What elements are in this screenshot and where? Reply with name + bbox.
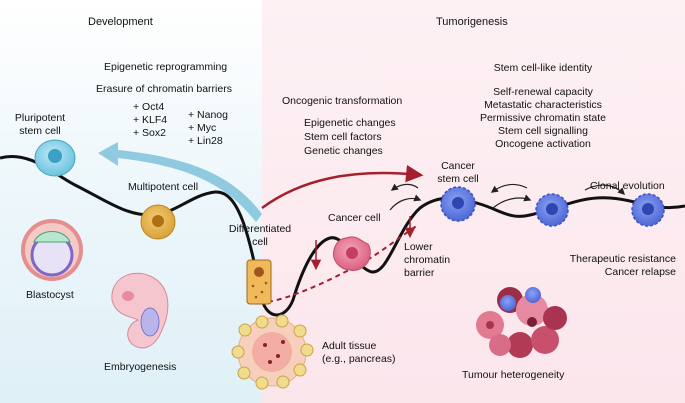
- label-differentiated-cell: Differentiated cell: [222, 223, 298, 249]
- cancer-cell: [333, 236, 371, 271]
- cancer-stem-cell-3: [631, 193, 665, 227]
- label-adult-line2: (e.g., pancreas): [322, 353, 396, 365]
- multipotent-cell: [140, 204, 176, 240]
- interconvert-arrow-4: [490, 183, 528, 193]
- label-adult-line1: Adult tissue: [322, 340, 377, 352]
- label-adult-tissue: Adult tissue (e.g., pancreas): [322, 340, 396, 366]
- label-lower-line1: Lower: [404, 241, 433, 253]
- oncogenic-title: Oncogenic transformation: [282, 95, 403, 107]
- label-lower-line3: barrier: [404, 267, 435, 279]
- label-differentiated-line1: Differentiated: [228, 223, 292, 235]
- feature-metastatic: Metastatic characteristics: [484, 99, 602, 111]
- feature-stem-signalling: Stem cell signalling: [498, 125, 588, 137]
- label-differentiated-line2: cell: [252, 236, 268, 248]
- clonal-arrow: [584, 184, 626, 196]
- feature-self-renewal: Self-renewal capacity: [493, 86, 593, 98]
- label-tumour-heterogeneity: Tumour heterogeneity: [462, 369, 565, 381]
- factor-nanog: + Nanog: [188, 109, 228, 121]
- reprogramming-title: Epigenetic reprogramming: [104, 61, 228, 73]
- lower-barrier-dashed: [267, 224, 419, 303]
- label-clonal-evolution: Clonal evolution: [590, 180, 665, 192]
- label-cancer-stem-line2: stem cell: [437, 173, 479, 185]
- blastocyst-illustration: [21, 219, 83, 281]
- label-multipotent-cell: Multipotent cell: [128, 181, 199, 193]
- cancer-stem-cell-2: [535, 193, 569, 227]
- label-cancer-stem-cell: Cancer stem cell: [428, 160, 488, 186]
- factor-klf4: + KLF4: [133, 114, 168, 126]
- reprogramming-subtitle: Erasure of chromatin barriers: [96, 83, 232, 95]
- interconvert-arrow-3: [492, 194, 532, 209]
- label-lower-chromatin-barrier: Lower chromatin barrier: [404, 241, 450, 280]
- feature-oncogene-activation: Oncogene activation: [495, 138, 591, 150]
- oncogenic-change-epigenetic: Epigenetic changes: [304, 117, 396, 129]
- factor-oct4: + Oct4: [133, 101, 165, 113]
- embryo-illustration: [111, 272, 169, 349]
- cancer-stem-cell-1: [440, 186, 476, 222]
- stem-like-title: Stem cell-like identity: [493, 62, 593, 74]
- factor-lin28: + Lin28: [188, 135, 223, 147]
- interconvert-arrow-2: [390, 183, 419, 191]
- label-lower-line2: chromatin: [404, 254, 451, 266]
- factor-sox2: + Sox2: [133, 127, 166, 139]
- label-pluripotent-stem-cell: Pluripotent stem cell: [8, 112, 72, 138]
- reprogramming-arrow: [98, 142, 262, 222]
- oncogenic-arrow: [261, 164, 424, 210]
- label-cancer-relapse: Cancer relapse: [604, 266, 676, 278]
- interconvert-arrow-1: [389, 194, 422, 211]
- differentiated-cell: [246, 259, 272, 305]
- section-tumorigenesis: Tumorigenesis: [436, 16, 508, 28]
- oncogenic-change-stem-factors: Stem cell factors: [304, 131, 382, 143]
- section-development: Development: [88, 16, 153, 28]
- factor-myc: + Myc: [188, 122, 217, 134]
- label-cancer-stem-line1: Cancer: [441, 160, 475, 172]
- label-resistance-relapse: Therapeutic resistance Cancer relapse: [520, 253, 676, 279]
- feature-permissive-chromatin: Permissive chromatin state: [479, 112, 607, 124]
- label-embryogenesis: Embryogenesis: [104, 361, 177, 373]
- label-cancer-cell: Cancer cell: [328, 212, 381, 224]
- adult-tissue-illustration: [231, 314, 314, 390]
- label-blastocyst: Blastocyst: [26, 289, 74, 301]
- label-pluripotent-line2: stem cell: [19, 125, 61, 137]
- label-pluripotent-line1: Pluripotent: [14, 112, 66, 124]
- tumour-cluster: [476, 287, 567, 358]
- oncogenic-change-genetic: Genetic changes: [304, 145, 383, 157]
- stem-like-features: Self-renewal capacity Metastatic charact…: [458, 86, 628, 151]
- label-therapeutic-resistance: Therapeutic resistance: [569, 253, 676, 265]
- pluripotent-stem-cell: [34, 139, 76, 177]
